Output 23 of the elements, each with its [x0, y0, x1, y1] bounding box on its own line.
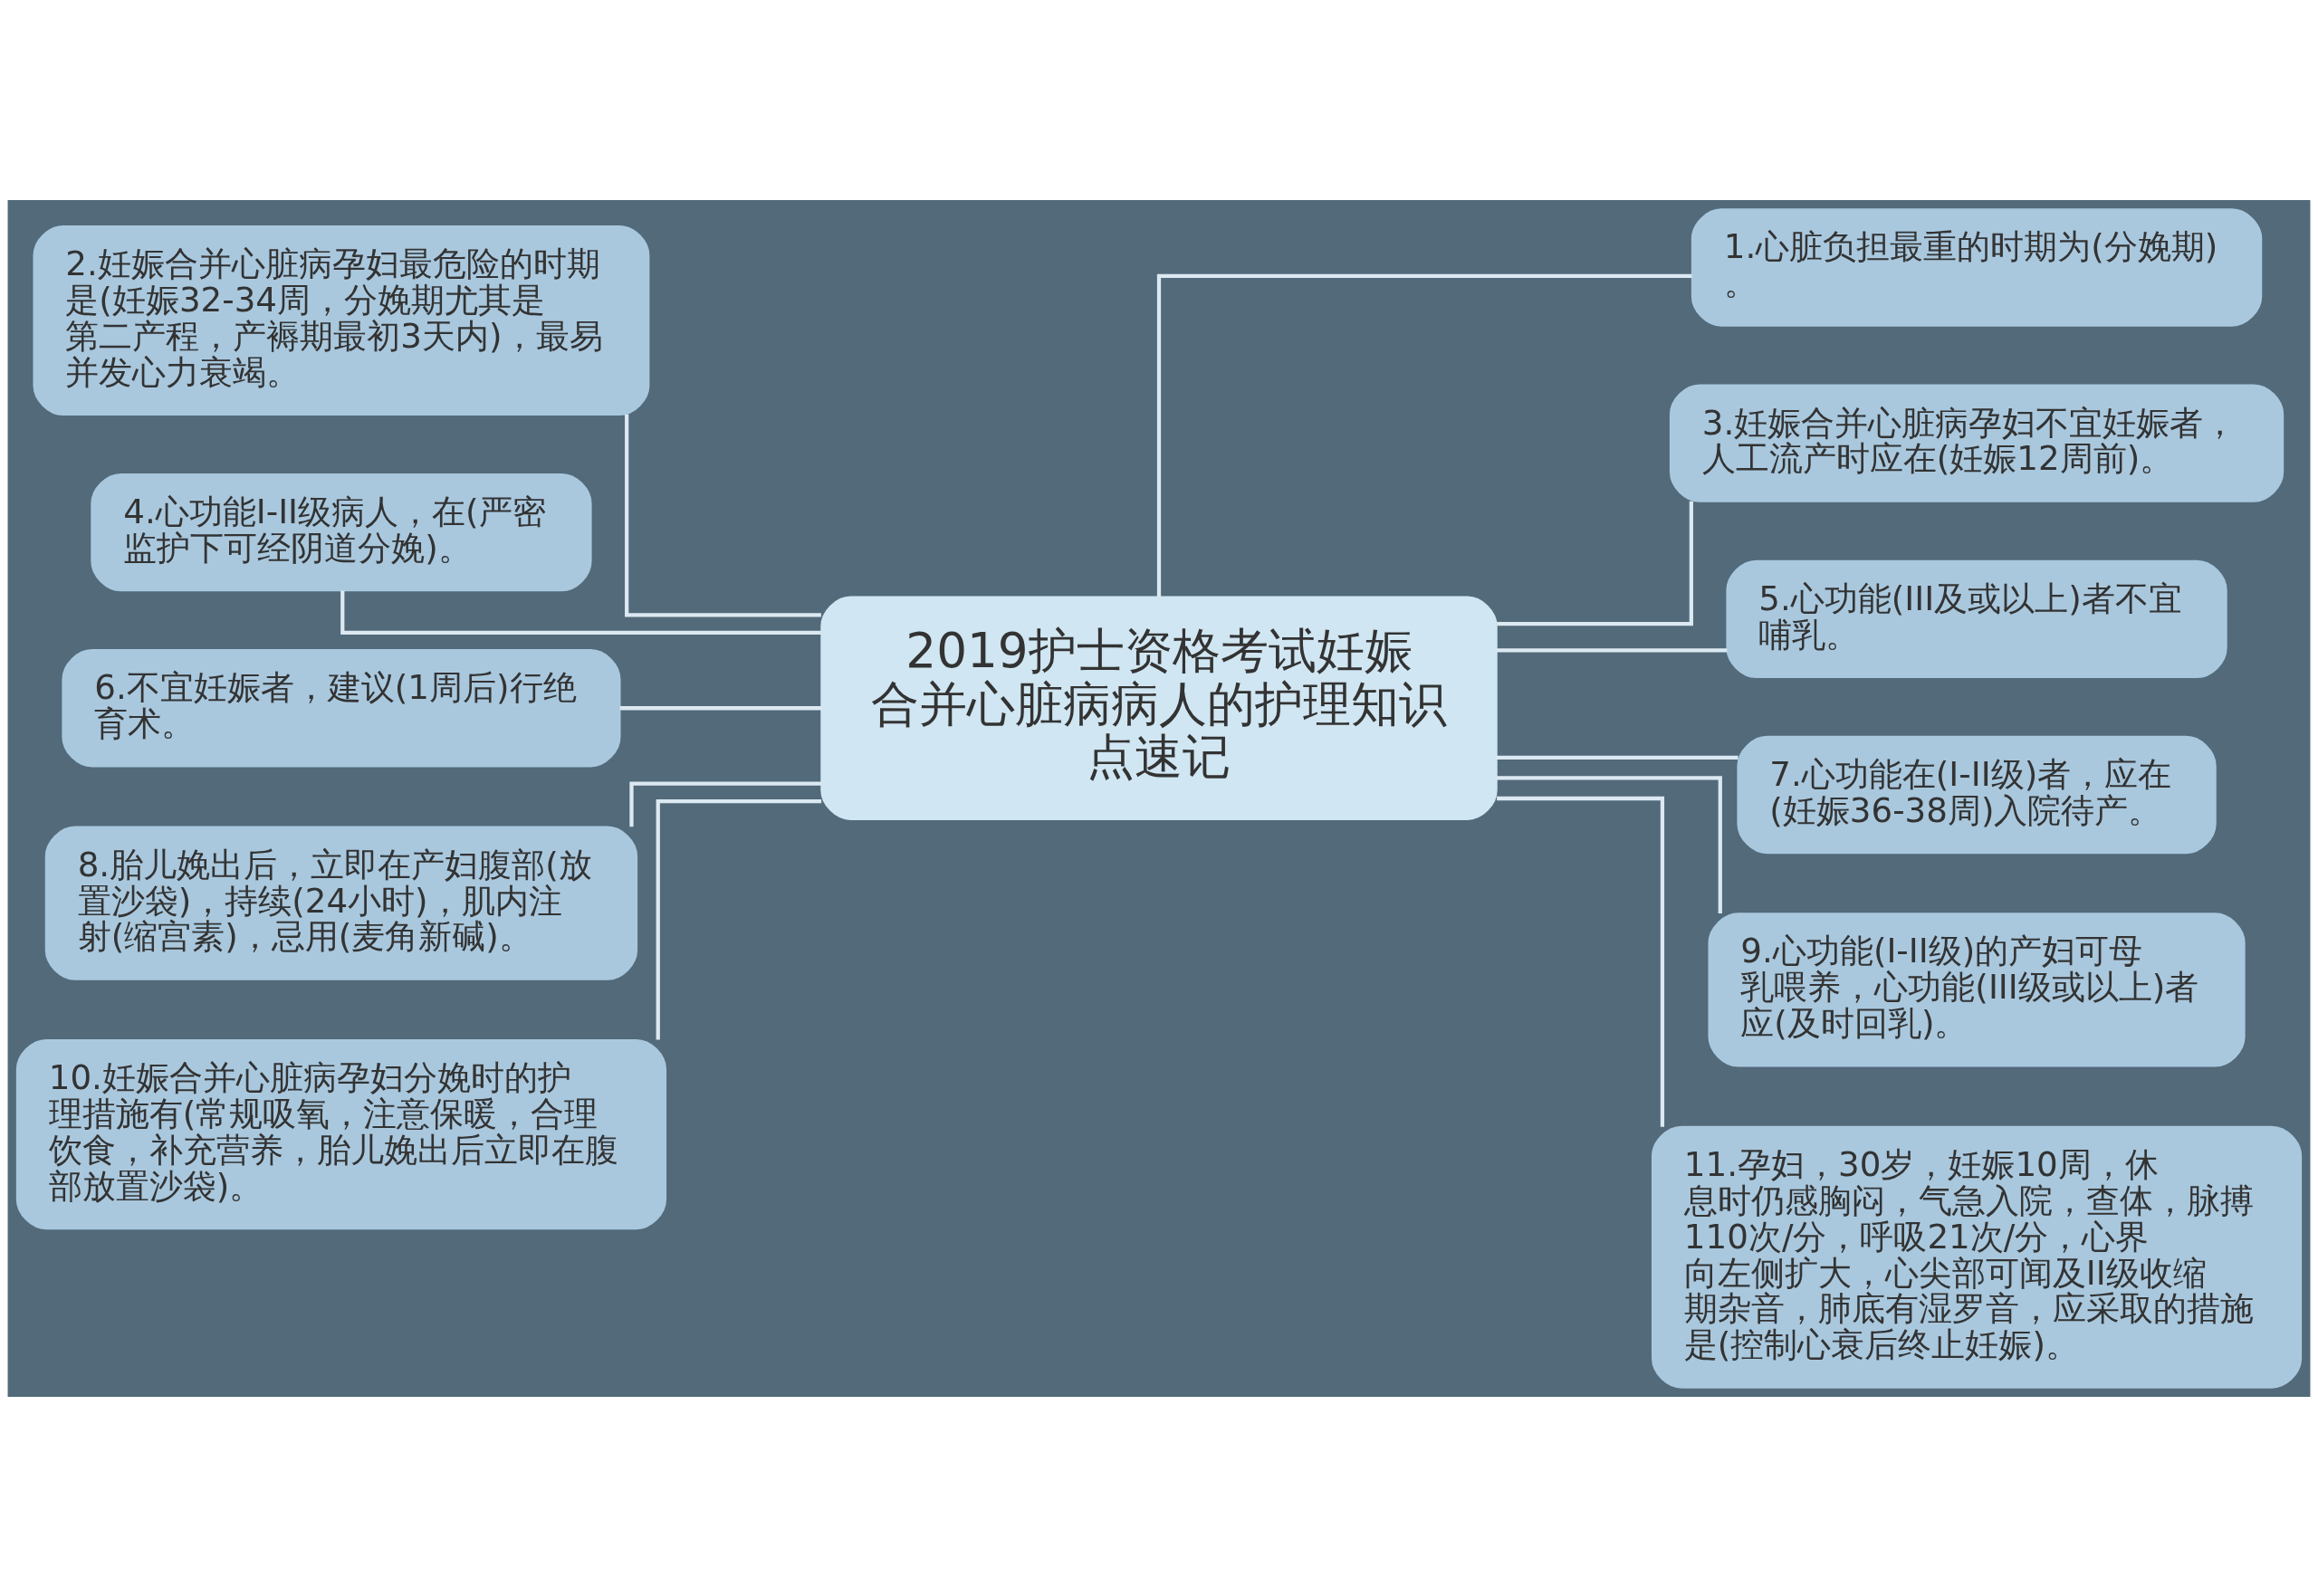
- connector: [1156, 273, 1692, 597]
- node-box: 9.心功能(I-II级)的产妇可母乳喂养，心功能(III级或以上)者应(及时回乳)。: [1708, 912, 2246, 1067]
- connector: [656, 798, 822, 1040]
- connector: [1497, 501, 1693, 626]
- connector: [340, 590, 821, 635]
- node-box: 2.妊娠合并心脏病孕妇最危险的时期是(妊娠32-34周，分娩期尤其是第二产程，产褥期最初3天内)，最易并发心力衰竭。: [33, 225, 650, 416]
- node-box: 1.心脏负担最重的时期为(分娩期)。: [1691, 207, 2263, 327]
- connector: [1497, 796, 1665, 1127]
- node-box: 8.胎儿娩出后，立即在产妇腹部(放置沙袋)，持续(24小时)，肌内注射(缩宫素)，忌用(麦角新碱)。: [44, 826, 638, 980]
- connector: [625, 414, 821, 616]
- connector: [619, 705, 822, 710]
- node-box: 4.心功能I-II级病人，在(严密监护下可经阴道分娩)。: [91, 473, 592, 591]
- node-box: 10.妊娠合并心脏病孕妇分娩时的护理措施有(常规吸氧，注意保暖，合理饮食，补充营养，胎儿娩出后立即在腹部放置沙袋)。: [15, 1038, 667, 1229]
- node-box: 11.孕妇，30岁，妊娠10周，休息时仍感胸闷，气急入院，查体，脉搏110次/分，呼吸21次/分，心界向左侧扩大，心尖部可闻及II级收缩期杂音，肺底有湿罗音，应采取的措施是(控制心衰后终止妊娠)。: [1651, 1125, 2303, 1389]
- node-box: 3.妊娠合并心脏病孕妇不宜妊娠者，人工流产时应在(妊娠12周前)。: [1669, 384, 2284, 502]
- connector: [1496, 647, 1728, 653]
- connector: [1496, 755, 1738, 760]
- node-box: 7.心功能在(I-II级)者，应在(妊娠36-38周)入院待产。: [1737, 735, 2217, 854]
- connector: [629, 780, 821, 827]
- node-box: 6.不宜妊娠者，建议(1周后)行绝育术。: [62, 648, 621, 767]
- connector: [1497, 775, 1722, 913]
- node-box: 2019护士资格考试妊娠合并心脏病病人的护理知识点速记: [820, 596, 1498, 820]
- node-box: 5.心功能(III及或以上)者不宜哺乳。: [1726, 559, 2227, 678]
